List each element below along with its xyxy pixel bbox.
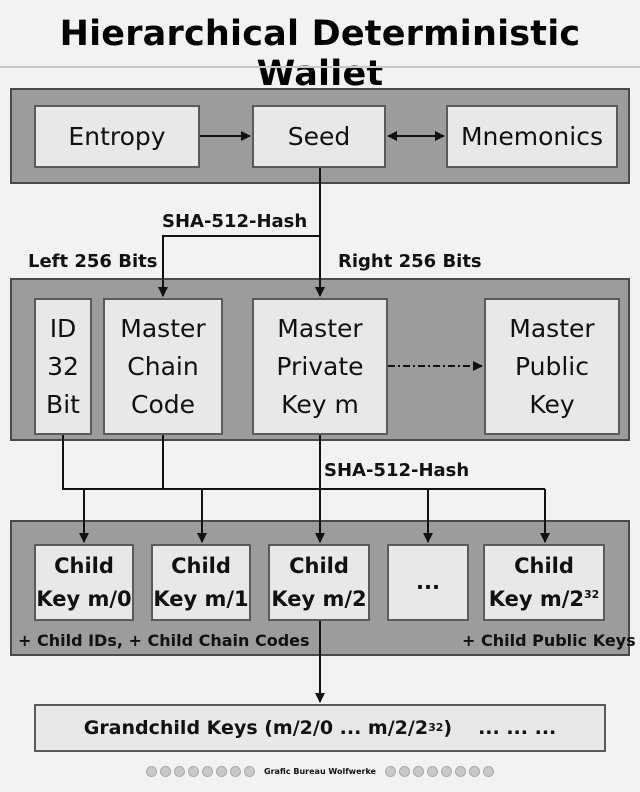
right-256-bits-label: Right 256 Bits <box>338 251 482 272</box>
id-line-3: Bit <box>46 389 80 419</box>
footer-dot <box>160 766 172 777</box>
footer-dot <box>216 766 228 777</box>
chain-code-line-3: Code <box>130 389 195 419</box>
grandchild-keys-ellipsis: ... ... ... <box>478 717 557 739</box>
child-public-keys-note: + Child Public Keys <box>462 631 636 650</box>
footer-dot <box>426 766 438 777</box>
footer-dot <box>244 766 256 777</box>
child-ids-note: + Child IDs, + Child Chain Codes <box>18 631 310 650</box>
chain-code-line-2: Chain <box>127 351 199 381</box>
child-key-2-line-1: Child <box>289 553 349 578</box>
footer-dot <box>398 766 410 777</box>
id-line-1: ID <box>49 313 77 343</box>
master-private-key-box: Master Private Key m <box>252 298 388 435</box>
private-key-line-3: Key m <box>281 389 359 419</box>
seed-box: Seed <box>252 105 386 168</box>
private-key-line-2: Private <box>276 351 364 381</box>
left-256-bits-label: Left 256 Bits <box>28 251 158 272</box>
mnemonics-label: Mnemonics <box>460 122 603 151</box>
footer-dot <box>174 766 186 777</box>
id-line-2: 32 <box>47 351 79 381</box>
footer-dot <box>454 766 466 777</box>
child-key-1-line-2: Key m/1 <box>153 586 249 611</box>
sha512-hash-label-2: SHA-512-Hash <box>324 460 470 481</box>
child-key-0-line-2: Key m/0 <box>36 586 132 611</box>
child-key-2-32-box: Child Key m/232 <box>483 544 605 621</box>
child-key-2-line-2: Key m/2 <box>271 586 367 611</box>
footer-dot <box>202 766 214 777</box>
child-key-2-32-line-1: Child <box>514 553 574 578</box>
footer: Grafic Bureau Wolfwerke <box>0 766 640 777</box>
mnemonics-box: Mnemonics <box>446 105 618 168</box>
child-key-2-32-line-2: Key m/2 <box>488 586 584 611</box>
seed-label: Seed <box>287 122 351 151</box>
footer-dot <box>230 766 242 777</box>
grandchild-keys-text: Grandchild Keys (m/2/0 ... m/2/2 <box>83 717 429 739</box>
public-key-line-2: Public <box>514 351 589 381</box>
child-key-0-box: Child Key m/0 <box>34 544 134 621</box>
id-box: ID 32 Bit <box>34 298 92 435</box>
child-key-ellipsis: ... <box>416 570 440 594</box>
child-key-2-box: Child Key m/2 <box>268 544 370 621</box>
master-public-key-box: Master Public Key <box>484 298 620 435</box>
page-title: Hierarchical Deterministic Wallet <box>59 14 581 94</box>
id-bus-line <box>62 435 545 490</box>
entropy-box: Entropy <box>34 105 200 168</box>
footer-dot <box>412 766 424 777</box>
grandchild-keys-close: ) <box>443 717 453 739</box>
footer-dot <box>440 766 452 777</box>
child-key-0-line-1: Child <box>54 553 114 578</box>
master-chain-code-box: Master Chain Code <box>103 298 223 435</box>
footer-credit: Grafic Bureau Wolfwerke <box>264 767 376 776</box>
seed-to-chain-code-line <box>158 168 321 297</box>
footer-dot <box>468 766 480 777</box>
child-key-1-box: Child Key m/1 <box>151 544 251 621</box>
child-key-ellipsis-box: ... <box>387 544 469 621</box>
chain-code-line-1: Master <box>120 313 206 343</box>
footer-dot <box>146 766 158 777</box>
footer-dot <box>188 766 200 777</box>
child-key-2-32-exponent: 32 <box>584 587 600 601</box>
sha512-hash-label-1: SHA-512-Hash <box>162 211 308 232</box>
public-key-line-3: Key <box>529 389 575 419</box>
public-key-line-1: Master <box>509 313 595 343</box>
footer-dot <box>482 766 494 777</box>
footer-dot <box>384 766 396 777</box>
child-key-1-line-1: Child <box>171 553 231 578</box>
title-divider <box>0 66 640 68</box>
entropy-label: Entropy <box>68 122 166 151</box>
private-key-line-1: Master <box>277 313 363 343</box>
